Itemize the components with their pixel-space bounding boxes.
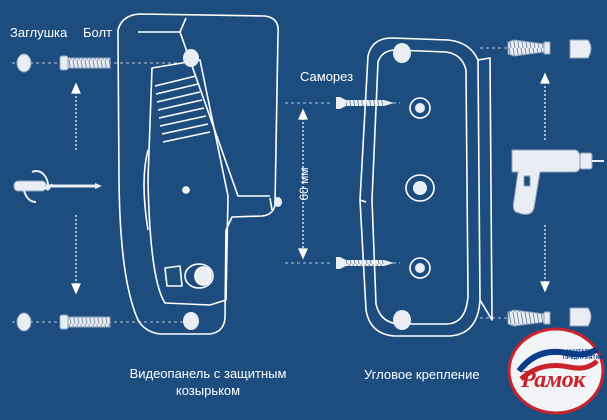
arrow-right	[540, 72, 550, 293]
plug-cap-icon	[16, 53, 32, 332]
logo-small-line2: ПРЕДПРИЯТИЕ	[563, 355, 604, 361]
logo-word: Рамок	[521, 367, 585, 393]
bolt-icon	[59, 55, 111, 330]
wall-anchor-icon	[507, 39, 551, 327]
screwdriver-icon	[13, 180, 102, 192]
panel-caption-line2: козырьком	[175, 383, 241, 398]
panel-caption: Видеопанель с защитным козырьком	[118, 365, 298, 399]
plug-cap-icon-right	[569, 39, 592, 327]
company-logo: УНИТАРНОЕ ПРЕДПРИЯТИЕ Рамок	[507, 327, 605, 415]
video-panel	[117, 13, 280, 335]
corner-bracket	[359, 37, 493, 337]
dimension-arrow	[298, 108, 308, 260]
distance-label: 60 мм	[297, 167, 311, 201]
bracket-holes	[393, 43, 435, 330]
bracket-caption: Угловое крепление	[364, 367, 480, 382]
logo-small-line1: УНИТАРНОЕ	[567, 349, 600, 355]
plug-label: Заглушка	[10, 25, 68, 40]
panel-caption-line1: Видеопанель с защитным	[129, 366, 287, 381]
screw-label: Саморез	[300, 69, 354, 84]
panel-screw-caps	[183, 49, 282, 330]
bolt-label: Болт	[83, 25, 113, 40]
arrow-top-left	[71, 82, 81, 295]
rotation-arrows-icon	[19, 169, 53, 204]
drill-icon	[511, 149, 604, 215]
